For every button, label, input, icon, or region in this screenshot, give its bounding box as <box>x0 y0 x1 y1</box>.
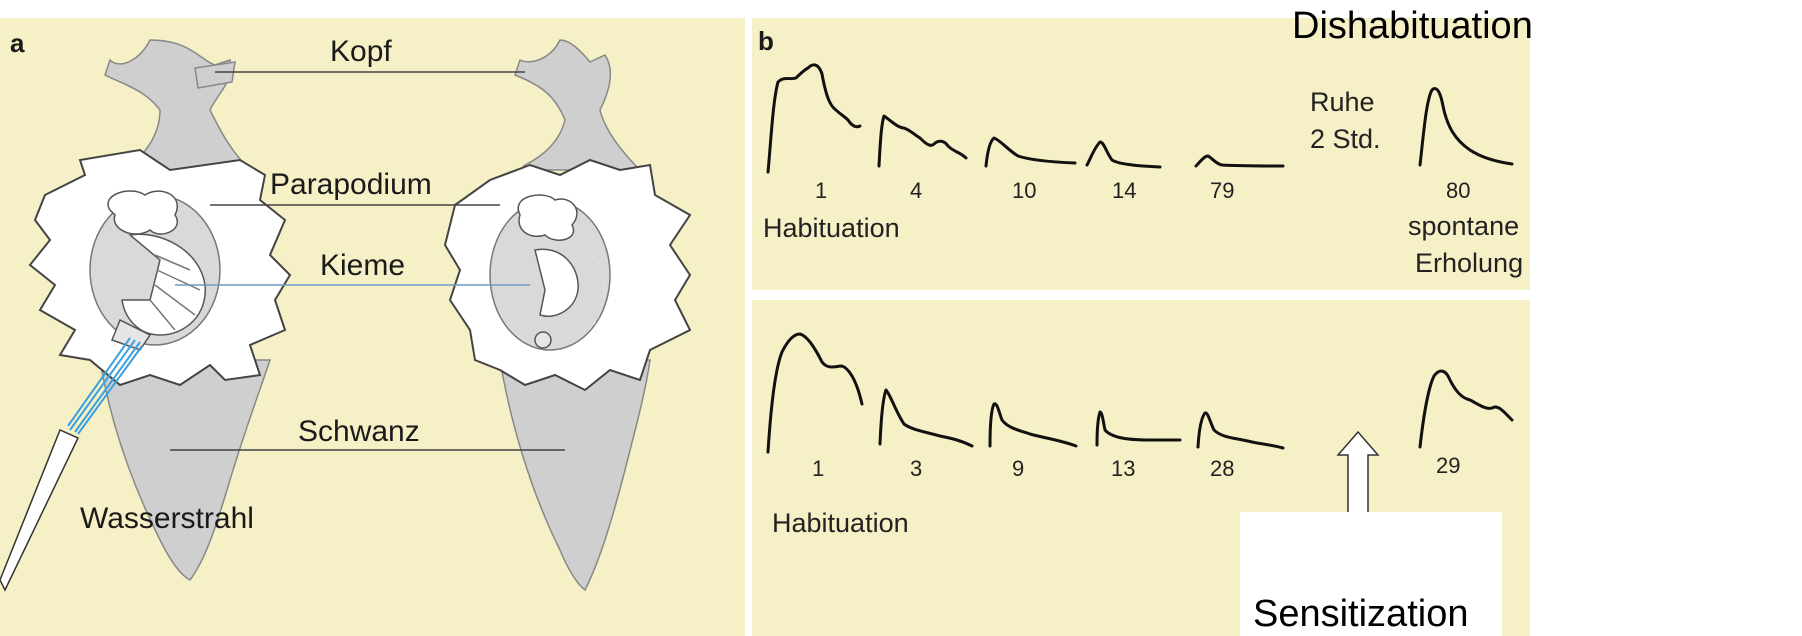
bottom-trial-1: 1 <box>812 456 824 481</box>
label-parapodium: Parapodium <box>270 168 432 201</box>
recovery-label-line1: spontane <box>1408 211 1519 241</box>
right-slug-siphon <box>535 332 551 348</box>
top-trial-14: 14 <box>1112 178 1136 203</box>
label-gill: Kieme <box>320 249 405 282</box>
label-tail: Schwanz <box>298 415 420 448</box>
panel-b-top-background <box>752 18 1530 290</box>
rest-label-line1: Ruhe <box>1310 87 1375 117</box>
top-trial-1: 1 <box>815 178 827 203</box>
top-habituation-label: Habituation <box>763 213 900 243</box>
bottom-trial-3: 3 <box>910 456 922 481</box>
panel-b-letter: b <box>758 26 774 56</box>
dishabituation-heading: Dishabituation <box>1292 5 1533 47</box>
panel-a-letter: a <box>10 28 25 58</box>
top-trial-4: 4 <box>910 178 922 203</box>
label-water-jet: Wasserstrahl <box>80 502 254 535</box>
bottom-trial-13: 13 <box>1111 456 1135 481</box>
rest-label-line2: 2 Std. <box>1310 124 1381 154</box>
top-trial-80: 80 <box>1446 178 1470 203</box>
top-trial-10: 10 <box>1012 178 1036 203</box>
bottom-trial-28: 28 <box>1210 456 1234 481</box>
sensitization-heading: Sensitization <box>1253 593 1468 635</box>
top-trial-79: 79 <box>1210 178 1234 203</box>
bottom-habituation-label: Habituation <box>772 508 909 538</box>
right-slug-siphon-top <box>518 195 577 240</box>
label-head: Kopf <box>330 35 392 68</box>
bottom-trial-29: 29 <box>1436 453 1460 478</box>
bottom-trial-9: 9 <box>1012 456 1024 481</box>
left-slug-siphon-top <box>108 191 177 234</box>
recovery-label-line2: Erholung <box>1415 248 1523 278</box>
